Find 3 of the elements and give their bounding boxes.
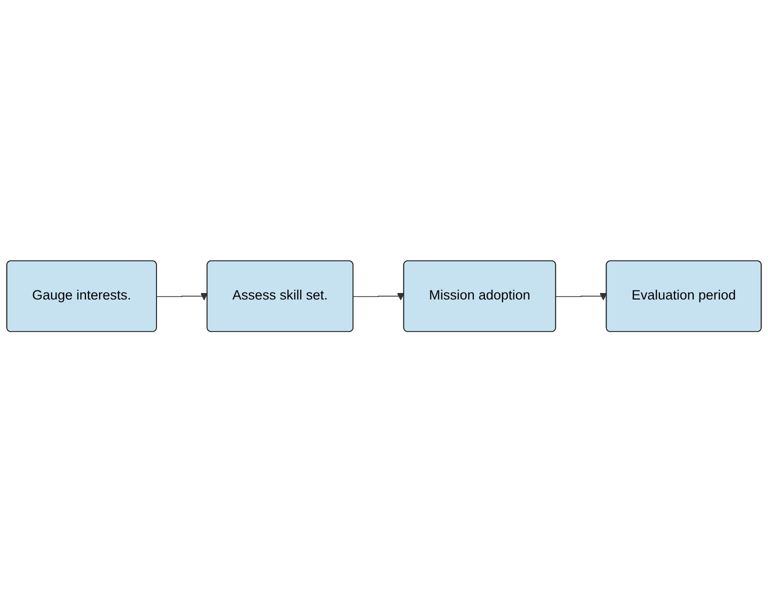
arrow xyxy=(353,293,404,301)
arrow xyxy=(556,293,608,301)
arrow xyxy=(156,293,208,301)
